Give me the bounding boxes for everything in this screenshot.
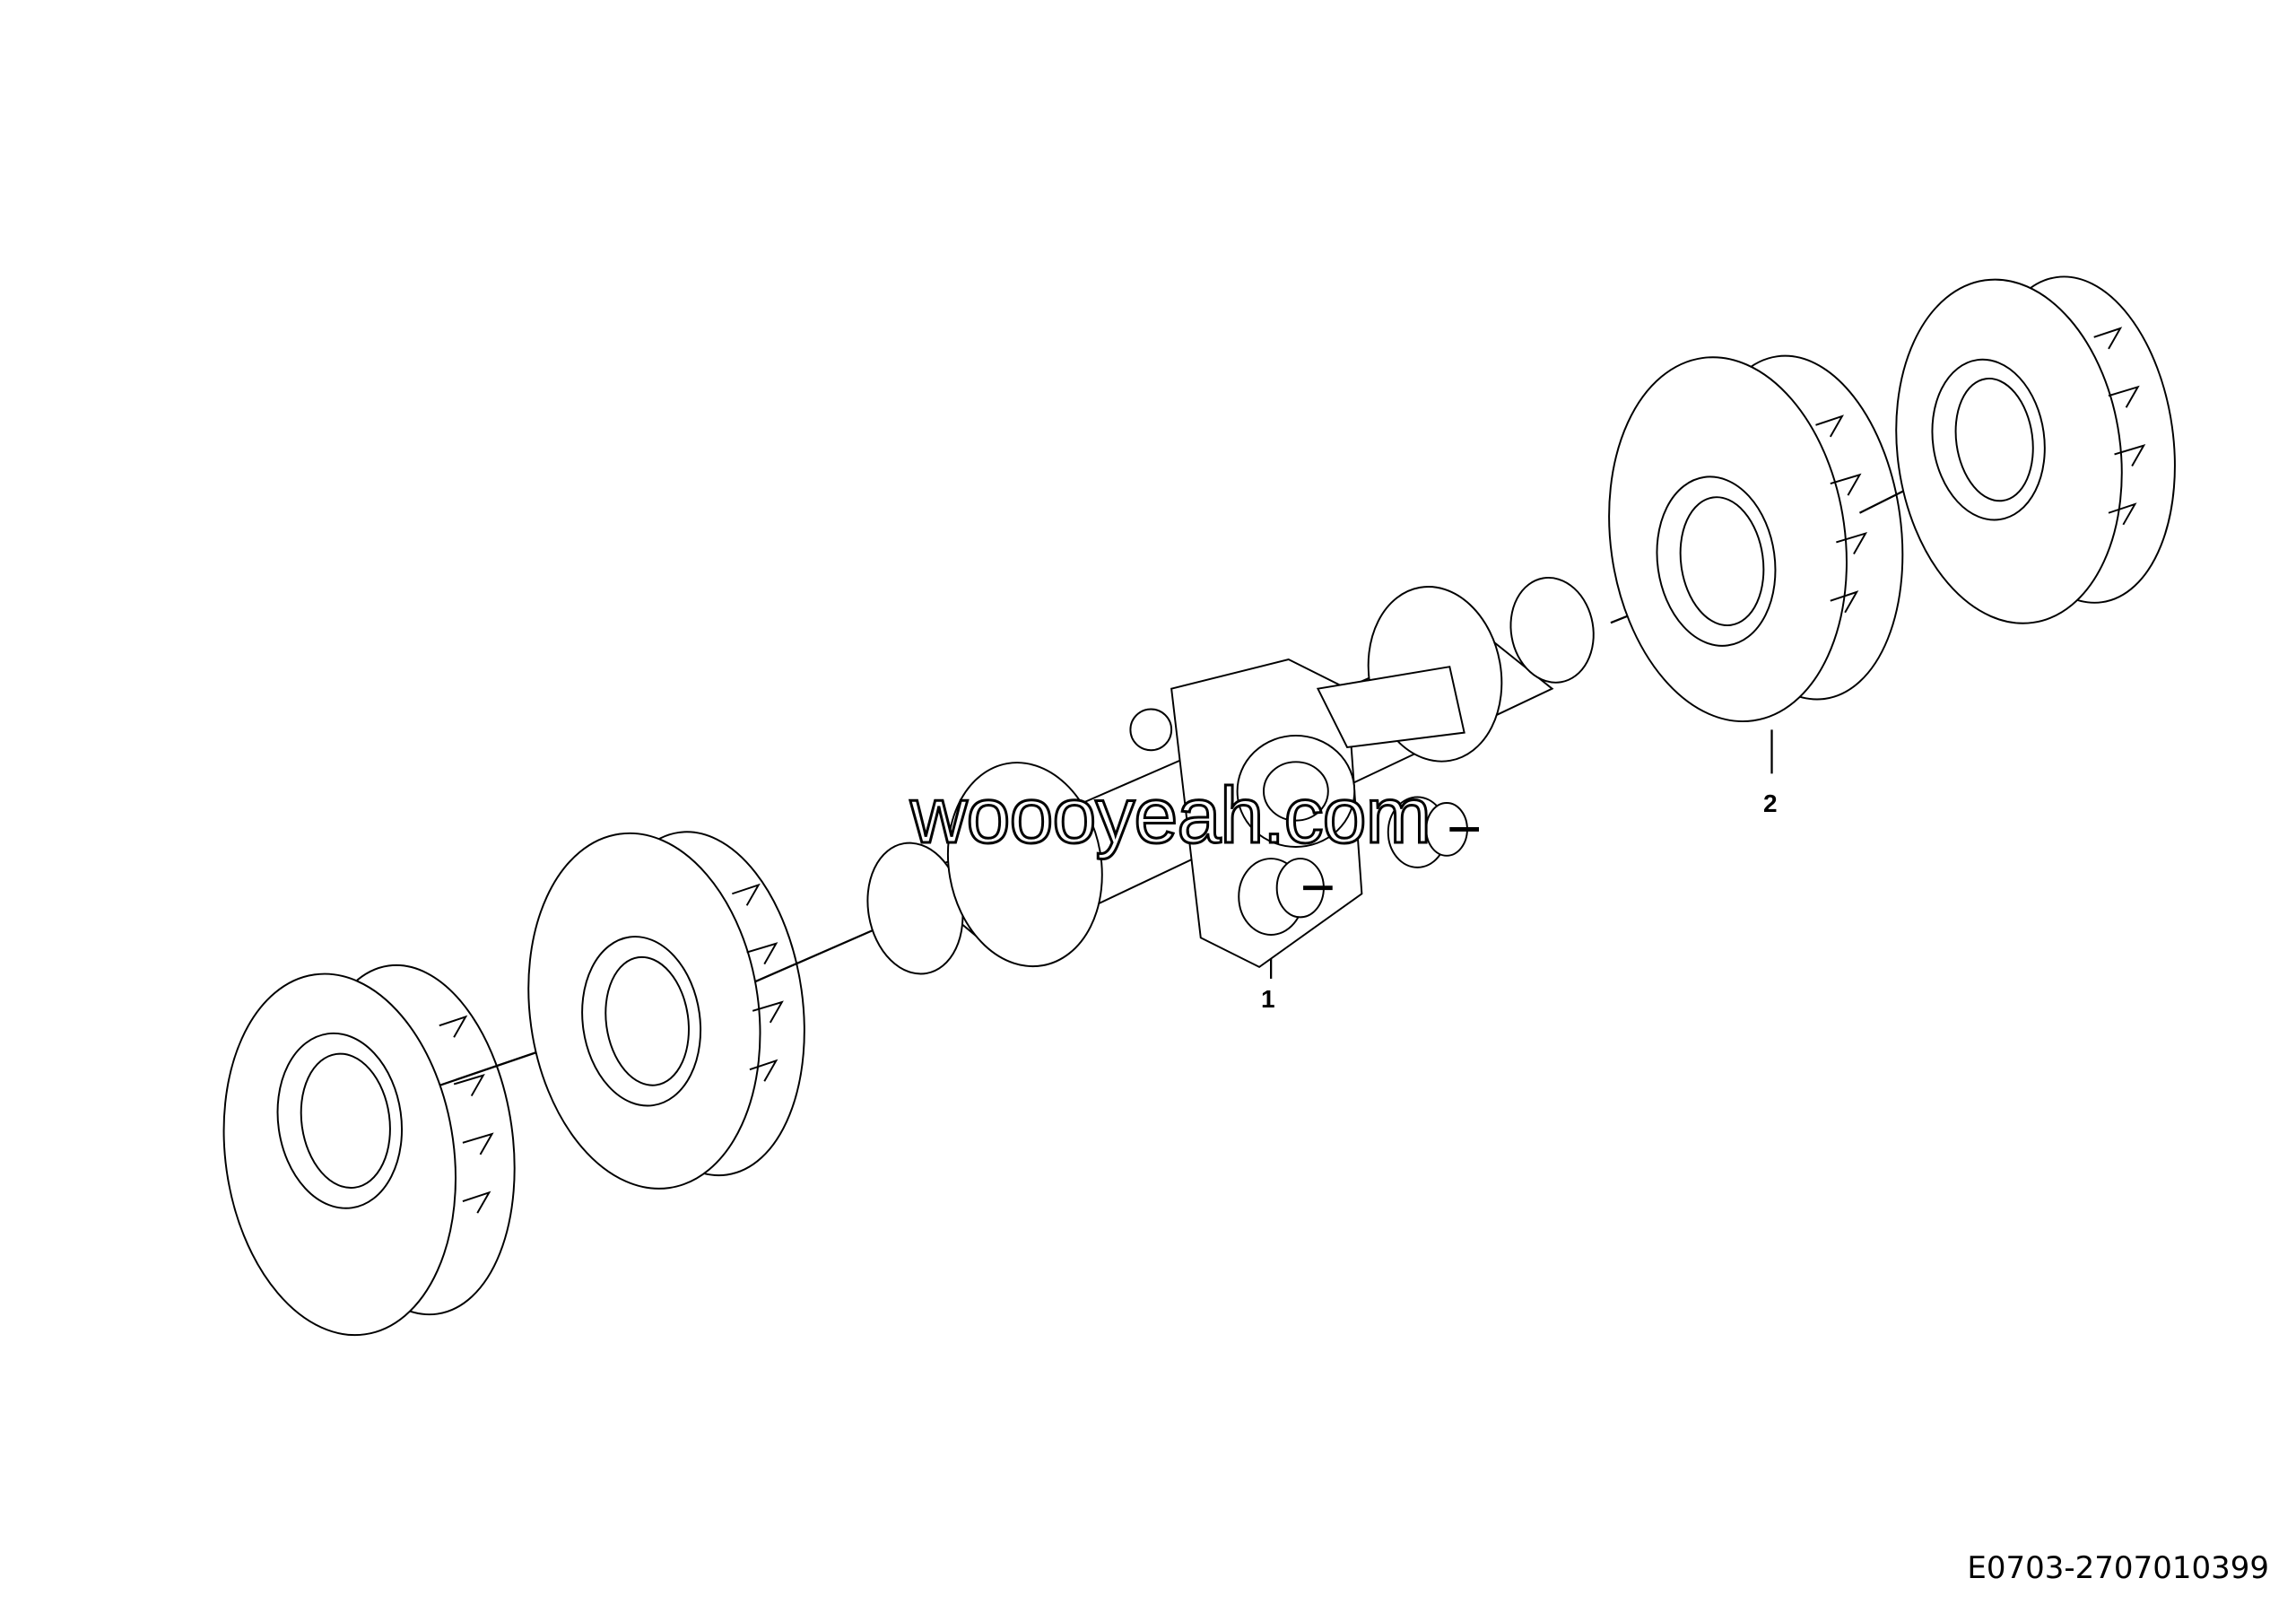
watermark: woooyeah.com	[909, 770, 1433, 861]
axle-housing	[866, 576, 1595, 975]
brake-chamber-2	[1387, 796, 1479, 868]
callout-2: 2	[1763, 789, 1778, 817]
tire-outer-left	[222, 964, 516, 1337]
callout-1: 1	[1261, 985, 1275, 1013]
tire-inner-left	[527, 831, 805, 1190]
tire-inner-right	[1608, 354, 1904, 723]
drawing-code: E0703-2707010399	[1967, 1550, 2269, 1586]
brake-chamber-1	[1238, 858, 1333, 936]
tire-outer-right	[1895, 275, 2176, 624]
